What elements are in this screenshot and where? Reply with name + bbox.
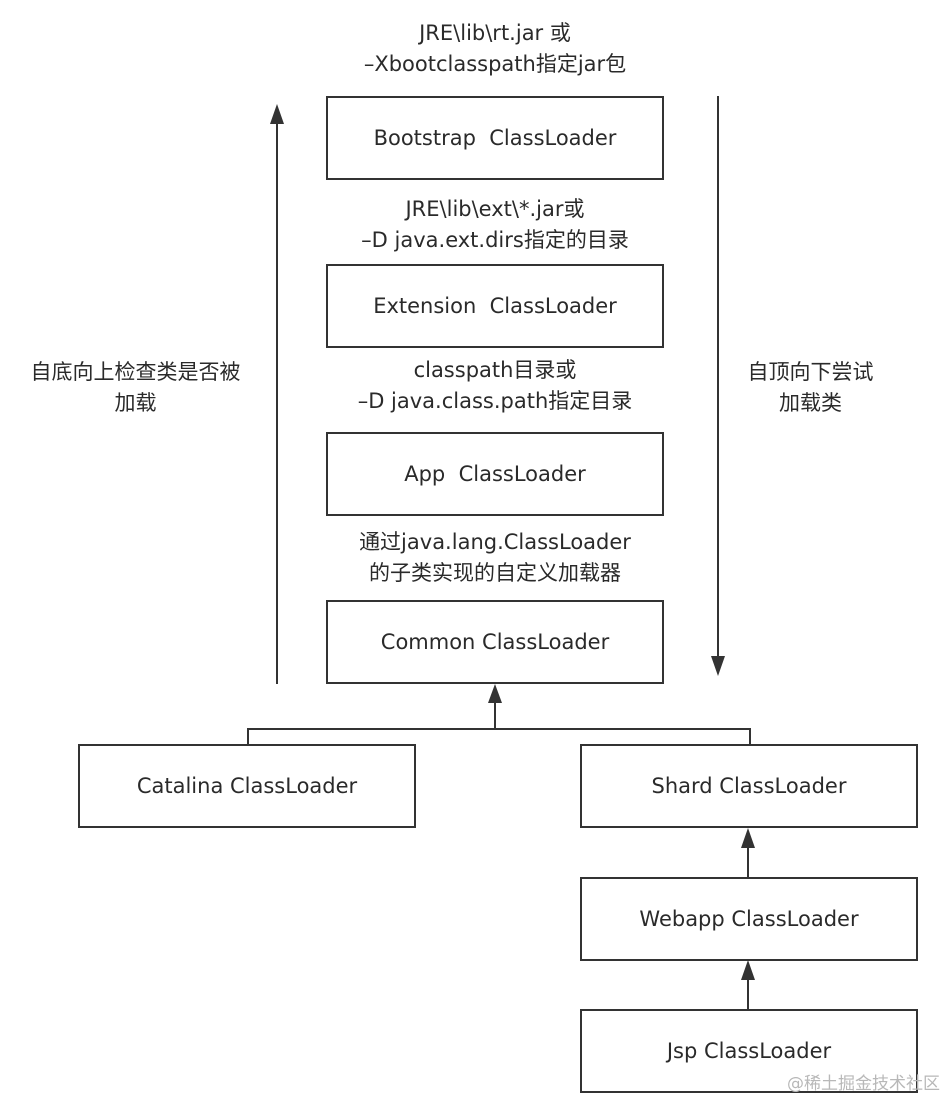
common-branch-connector [247, 684, 751, 744]
extension-source-note: JRE\lib\ext\*.jar或 –D java.ext.dirs指定的目录 [330, 194, 660, 256]
extension-source-line-2: –D java.ext.dirs指定的目录 [361, 228, 629, 252]
top-down-label-line-2: 加载类 [779, 391, 842, 415]
common-source-note: 通过java.lang.ClassLoader 的子类实现的自定义加载器 [310, 527, 680, 589]
top-down-arrow [711, 96, 725, 676]
bootstrap-source-note: JRE\lib\rt.jar 或 –Xbootclasspath指定jar包 [330, 18, 660, 80]
common-classloader-box: Common ClassLoader [326, 600, 664, 684]
shard-classloader-box: Shard ClassLoader [580, 744, 918, 828]
top-down-label-line-1: 自顶向下尝试 [747, 360, 874, 384]
common-source-line-2: 的子类实现的自定义加载器 [369, 561, 621, 585]
app-classloader-box: App ClassLoader [326, 432, 664, 516]
extension-source-line-1: JRE\lib\ext\*.jar或 [405, 197, 585, 221]
webapp-classloader-box: Webapp ClassLoader [580, 877, 918, 961]
extension-classloader-box: Extension ClassLoader [326, 264, 664, 348]
app-source-line-1: classpath目录或 [413, 358, 577, 382]
jsp-classloader-box: Jsp ClassLoader [580, 1009, 918, 1093]
watermark: @稀土掘金技术社区 [787, 1074, 940, 1094]
app-source-note: classpath目录或 –D java.class.path指定目录 [310, 355, 680, 417]
app-source-line-2: –D java.class.path指定目录 [357, 389, 633, 413]
common-source-line-1: 通过java.lang.ClassLoader [359, 530, 631, 554]
top-down-label: 自顶向下尝试 加载类 [728, 357, 893, 419]
catalina-classloader-box: Catalina ClassLoader [78, 744, 416, 828]
bottom-up-label-line-1: 自底向上检查类是否被 [30, 360, 241, 384]
webapp-to-shard-arrow [741, 828, 755, 877]
bottom-up-label: 自底向上检查类是否被 加载 [8, 357, 263, 419]
bootstrap-classloader-box: Bootstrap ClassLoader [326, 96, 664, 180]
bootstrap-source-line-1: JRE\lib\rt.jar 或 [419, 21, 571, 45]
bottom-up-label-line-2: 加载 [114, 391, 157, 415]
bootstrap-source-line-2: –Xbootclasspath指定jar包 [363, 52, 627, 76]
bottom-up-arrow [270, 104, 284, 684]
jsp-to-webapp-arrow [741, 960, 755, 1009]
